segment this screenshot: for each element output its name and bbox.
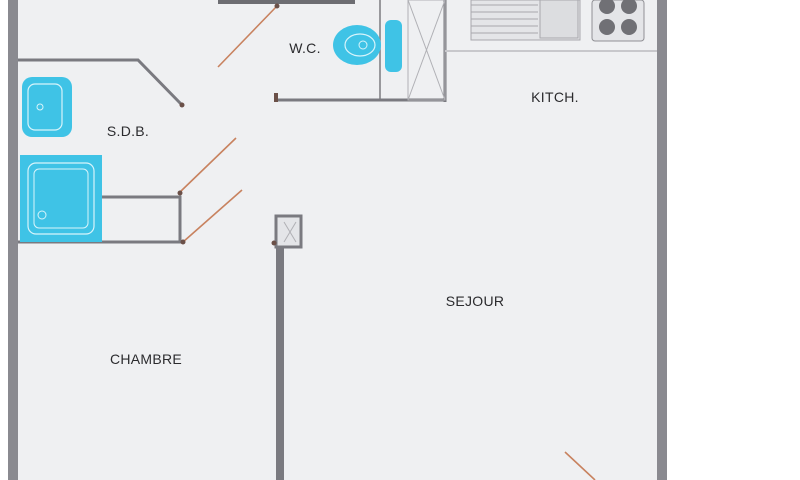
central-wall — [276, 240, 284, 480]
right-outer-wall — [657, 0, 667, 480]
room-label-chambre: CHAMBRE — [109, 351, 183, 367]
entrance-door — [564, 451, 596, 480]
chambre-door — [182, 189, 243, 243]
kitchen-sink — [470, 0, 581, 41]
duct — [274, 214, 303, 249]
sdb-door — [179, 137, 237, 193]
room-label-sejour: SEJOUR — [445, 293, 505, 309]
room-label-wc: W.C. — [289, 40, 321, 56]
stove — [591, 0, 645, 42]
washbasin — [22, 77, 72, 137]
door-hinges — [177, 3, 280, 246]
top-wall-segment — [218, 0, 355, 4]
room-label-kitchen: KITCH. — [531, 89, 579, 105]
door-swings — [179, 5, 596, 480]
floor — [18, 0, 658, 480]
room-label-sdb: S.D.B. — [106, 123, 150, 139]
wc-door — [217, 5, 278, 68]
shower — [20, 155, 102, 242]
sdb-wall — [18, 58, 184, 107]
left-outer-wall — [8, 0, 18, 480]
toilet — [333, 20, 402, 72]
